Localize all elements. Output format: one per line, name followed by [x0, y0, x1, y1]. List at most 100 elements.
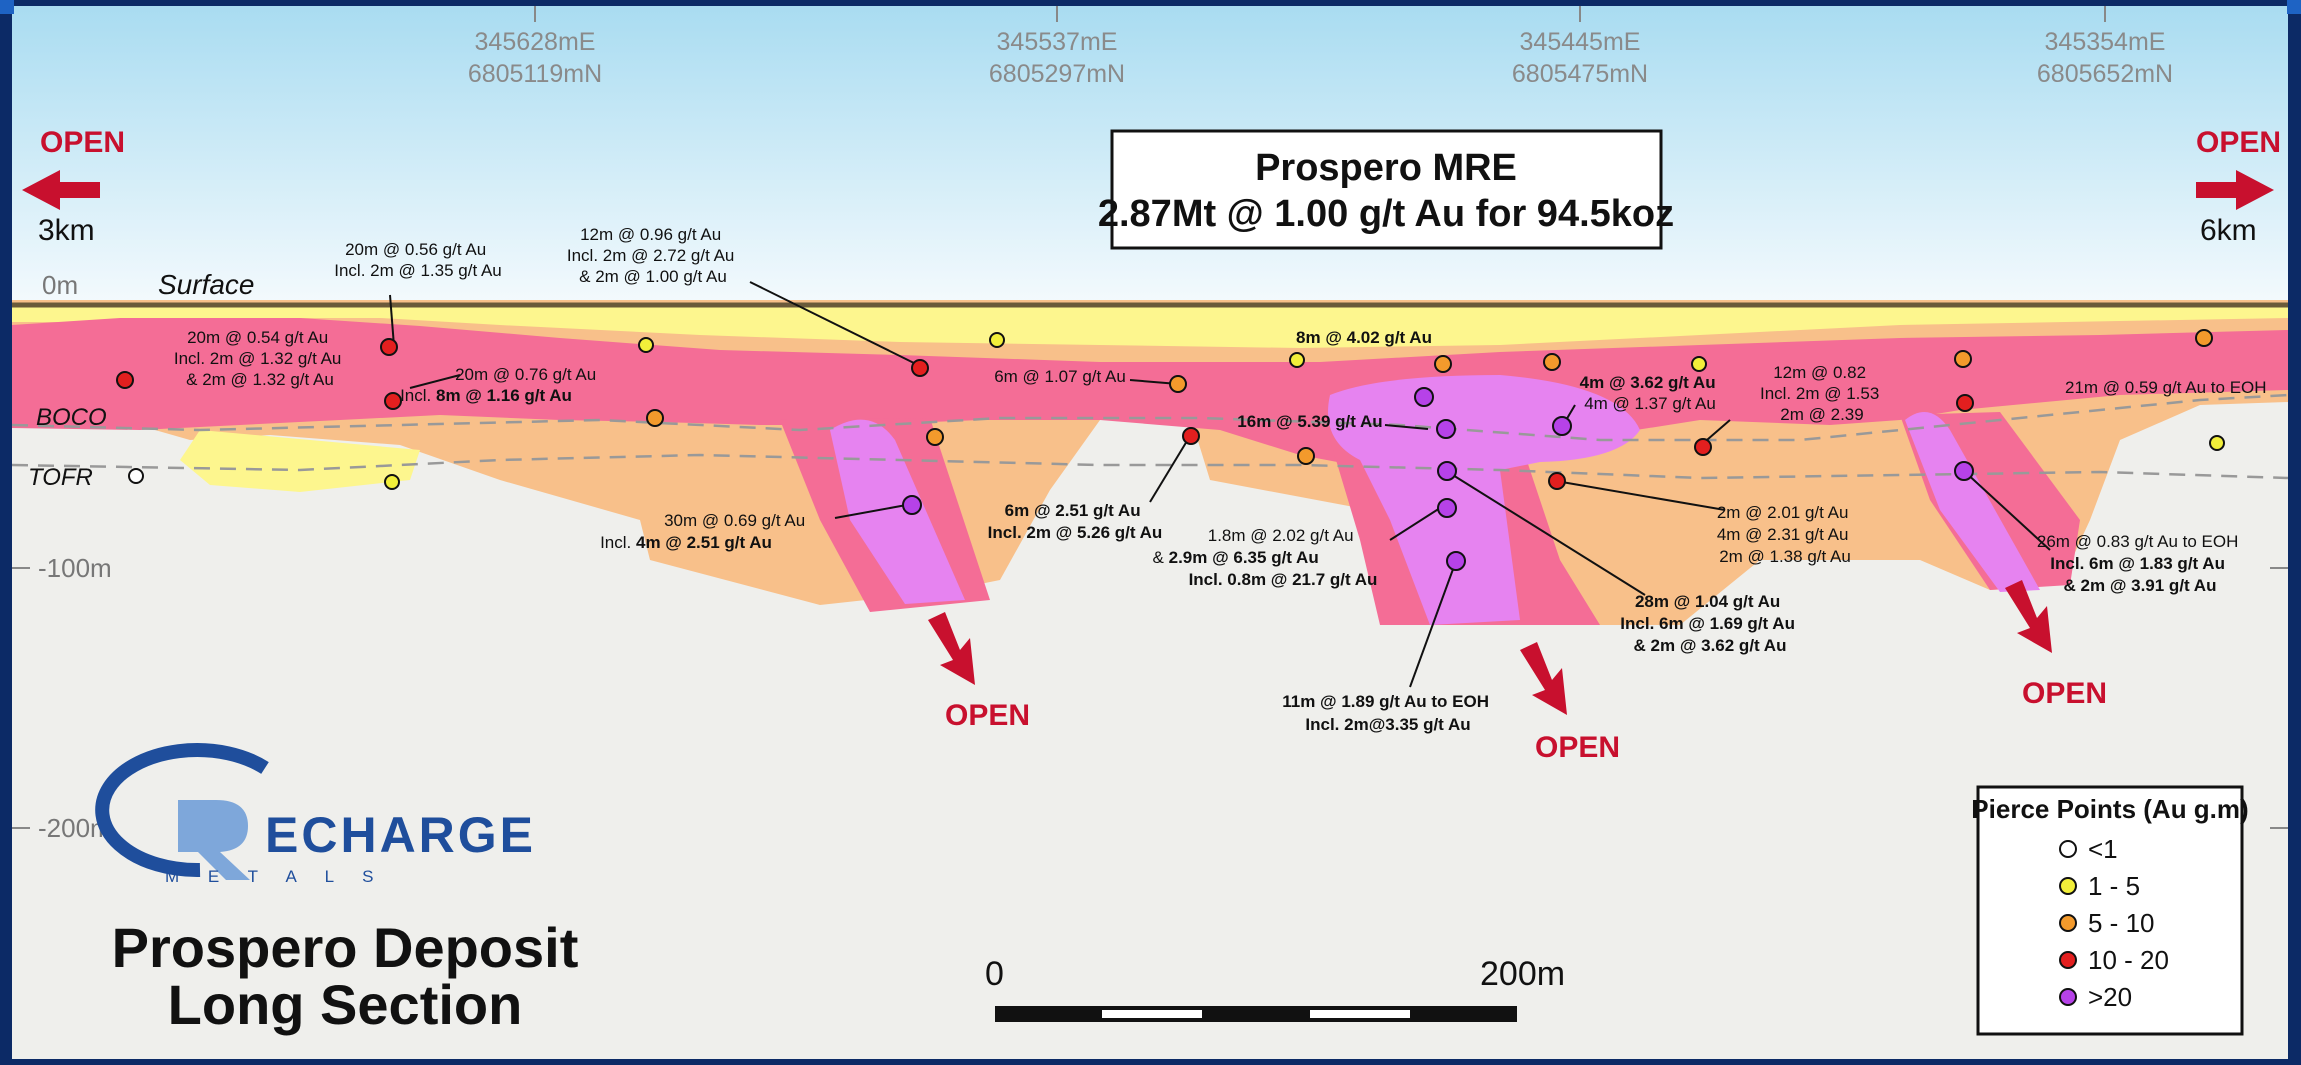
pierce-point — [1552, 416, 1572, 436]
pierce-point — [1694, 438, 1712, 456]
northing-label: 6805475mN — [1512, 60, 1648, 88]
open-label-down-central: OPEN — [1535, 731, 1620, 764]
annotation-a12: 6m @ 2.51 g/t Au Incl. 2m @ 5.26 g/t Au — [988, 501, 1163, 542]
annotation-a17: 11m @ 1.89 g/t Au to EOH Incl. 2m@3.35 g… — [1282, 692, 1494, 734]
pierce-point — [1954, 461, 1974, 481]
open-label-down-east: OPEN — [2022, 677, 2107, 710]
annotation-a6: 8m @ 4.02 g/t Au — [1296, 328, 1432, 347]
easting-label: 345628mE — [475, 28, 596, 56]
boco-label: BOCO — [36, 404, 107, 431]
legend-title: Pierce Points (Au g.m) — [1971, 794, 2248, 824]
annotation-leader-lines — [389, 281, 2051, 688]
annotation-a9: 21m @ 0.59 g/t Au to EOH — [2065, 378, 2267, 397]
depth-label-0m: 0m — [42, 270, 78, 300]
annotation-a16: 28m @ 1.04 g/t Au Incl. 6m @ 1.69 g/t Au… — [1620, 592, 1799, 655]
pierce-point — [1289, 352, 1305, 368]
pierce-point — [911, 359, 929, 377]
easting-label: 345354mE — [2045, 28, 2166, 56]
easting-label: 345537mE — [997, 28, 1118, 56]
annotation-a7: 4m @ 3.62 g/t Au 4m @ 1.37 g/t Au — [1580, 373, 1721, 413]
legend-swatch — [2059, 951, 2077, 969]
annotation-a13: 1.8m @ 2.02 g/t Au & 2.9m @ 6.35 g/t Au … — [1153, 526, 1378, 589]
pierce-point — [926, 428, 944, 446]
pierce-point — [1548, 472, 1566, 490]
pierce-point — [1437, 498, 1457, 518]
down-arrow-icon-east — [2005, 580, 2052, 653]
depth-ticks — [12, 567, 2288, 829]
down-arrow-icon-central — [1520, 642, 1567, 715]
legend-swatch — [2059, 877, 2077, 895]
mre-title: Prospero MRE — [1255, 147, 1517, 189]
annotation-a14: 2m @ 2.01 g/t Au 4m @ 2.31 g/t Au 2m @ 1… — [1717, 503, 1853, 566]
scale-label-200m: 200m — [1480, 955, 1565, 993]
legend-label: <1 — [2088, 834, 2118, 864]
pierce-point — [1434, 355, 1452, 373]
down-arrow-icon-west — [928, 612, 975, 685]
pink-high-grade-zone — [12, 318, 2288, 470]
northing-label: 6805652mN — [2037, 60, 2173, 88]
pierce-points — [116, 329, 2225, 571]
pierce-point — [2209, 435, 2225, 451]
annotation-a4: 12m @ 0.96 g/t Au Incl. 2m @ 2.72 g/t Au… — [567, 225, 739, 286]
annotation-a8: 12m @ 0.82 Incl. 2m @ 1.53 2m @ 2.39 — [1760, 363, 1884, 424]
pierce-point — [1954, 350, 1972, 368]
pierce-point — [1691, 356, 1707, 372]
mre-title-box — [1110, 129, 1663, 250]
pierce-point — [1414, 387, 1434, 407]
logo-r-mark — [178, 800, 250, 880]
pierce-point — [646, 409, 664, 427]
easting-label: 345445mE — [1520, 28, 1641, 56]
legend-box — [1976, 785, 2244, 1036]
yellow-lower-zone — [180, 430, 420, 492]
section-title-line2: Long Section — [168, 973, 523, 1036]
pierce-point — [989, 332, 1005, 348]
corner-markers — [0, 0, 2301, 14]
pierce-point — [1543, 353, 1561, 371]
left-distance: 3km — [38, 214, 95, 247]
legend-label: 1 - 5 — [2088, 871, 2140, 901]
pierce-point — [1182, 427, 1200, 445]
logo-subtitle: M E T A L S — [165, 867, 386, 886]
annotation-a11: 30m @ 0.69 g/t Au Incl. 4m @ 2.51 g/t Au — [600, 511, 810, 552]
pierce-point — [1956, 394, 1974, 412]
purple-plunge-shoot-west — [830, 419, 965, 604]
legend-swatch — [2059, 840, 2077, 858]
boco-boundary-line — [11, 393, 2289, 442]
annotation-a10: 16m @ 5.39 g/t Au — [1237, 412, 1382, 431]
pierce-point — [1437, 461, 1457, 481]
legend-swatch — [2059, 914, 2077, 932]
annotation-a15: 26m @ 0.83 g/t Au to EOH Incl. 6m @ 1.83… — [2037, 532, 2243, 595]
purple-plunge-shoot-east — [1905, 412, 2040, 592]
pierce-point — [1436, 419, 1456, 439]
annotation-a1: 20m @ 0.54 g/t Au Incl. 2m @ 1.32 g/t Au… — [174, 328, 346, 389]
depth-label-100m: -100m — [38, 553, 112, 583]
scale-label-zero: 0 — [985, 955, 1004, 993]
pierce-point — [116, 371, 134, 389]
pierce-point — [1169, 375, 1187, 393]
legend-swatch — [2059, 988, 2077, 1006]
annotation-a2: 20m @ 0.56 g/t Au Incl. 2m @ 1.35 g/t Au — [334, 240, 502, 280]
northing-label: 6805297mN — [989, 60, 1125, 88]
yellow-low-grade-zone — [12, 305, 2288, 348]
pierce-point — [638, 337, 654, 353]
pierce-point — [128, 468, 144, 484]
annotation-a5: 6m @ 1.07 g/t Au — [994, 367, 1126, 386]
pierce-point — [380, 338, 398, 356]
northing-label: 6805119mN — [468, 60, 602, 88]
pierce-point — [2195, 329, 2213, 347]
purple-core-central — [1328, 375, 1640, 625]
pierce-point — [1297, 447, 1315, 465]
legend-label: >20 — [2088, 982, 2132, 1012]
logo-wordmark: ECHARGE — [265, 807, 536, 863]
pierce-point — [384, 392, 402, 410]
logo-swoosh — [95, 743, 269, 878]
tofr-boundary-line — [11, 453, 2289, 480]
recharge-logo: ECHARGE M E T A L S — [95, 743, 536, 886]
pierce-point — [902, 495, 922, 515]
open-label-down-west: OPEN — [945, 699, 1030, 732]
mre-summary: 2.87Mt @ 1.00 g/t Au for 94.5koz — [1098, 193, 1674, 235]
tofr-label: TOFR — [28, 464, 93, 491]
right-distance: 6km — [2200, 214, 2257, 247]
